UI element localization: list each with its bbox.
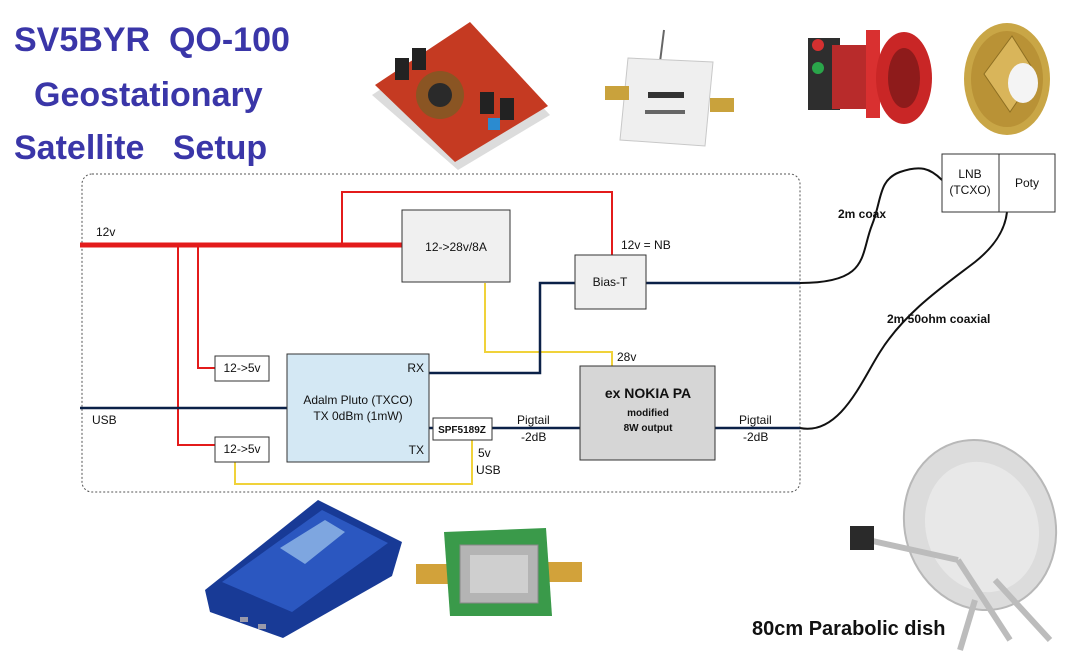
title-line-3: Satellite Setup xyxy=(14,129,268,167)
converter-label: 12->28v/8A xyxy=(425,240,487,254)
regulator-top-label: 12->5v xyxy=(223,361,260,375)
regulator-top-block: 12->5v xyxy=(214,355,270,382)
rf-usb-wires xyxy=(80,281,800,430)
spf5189z-amplifier-photo xyxy=(416,528,582,616)
dc-dc-converter-board-photo xyxy=(372,22,550,170)
poty-block: Poty xyxy=(998,153,1056,213)
label-usb-left: USB xyxy=(92,413,117,427)
external-coax-cables xyxy=(799,167,1008,430)
label-28v: 28v xyxy=(617,350,636,364)
regulator-bottom-label: 12->5v xyxy=(223,442,260,456)
label-2m-coax: 2m coax xyxy=(838,207,886,221)
pa-label-line2: modified xyxy=(627,408,669,419)
adalm-pluto-photo xyxy=(205,500,402,638)
label-pigtail-b-line2: -2dB xyxy=(743,430,768,444)
label-12v-nb: 12v = NB xyxy=(621,238,671,252)
regulator-bottom-block: 12->5v xyxy=(214,436,270,463)
bias-t-label: Bias-T xyxy=(593,275,628,289)
lnb-photo xyxy=(808,30,932,124)
bias-t-block: Bias-T xyxy=(574,254,647,310)
lnb-block: LNB (TCXO) xyxy=(941,153,1000,213)
dish-caption: 80cm Parabolic dish xyxy=(752,618,946,640)
patch-feed-photo xyxy=(964,23,1050,135)
pluto-block: Adalm Pluto (TXCO) TX 0dBm (1mW) RX TX xyxy=(286,353,430,463)
title-line-1: SV5BYR QO-100 xyxy=(14,21,290,59)
label-pigtail-b-line1: Pigtail xyxy=(739,413,772,427)
pa-label-line3: 8W output xyxy=(624,423,674,434)
pluto-label-line1: Adalm Pluto (TXCO) xyxy=(303,393,412,407)
pluto-rx-port: RX xyxy=(407,361,424,375)
pa-label-line1: ex NOKIA PA xyxy=(605,385,691,401)
label-usb-spf: USB xyxy=(476,463,501,477)
label-pigtail-a-line2: -2dB xyxy=(521,430,546,444)
spf5189z-block: SPF5189Z xyxy=(432,417,493,441)
pluto-label-line2: TX 0dBm (1mW) xyxy=(313,409,402,423)
spf5189z-label: SPF5189Z xyxy=(438,425,486,436)
label-5v: 5v xyxy=(478,446,491,460)
label-2m-50ohm-coaxial: 2m 50ohm coaxial xyxy=(887,312,990,326)
pluto-tx-port: TX xyxy=(409,443,424,457)
label-12v: 12v xyxy=(96,225,115,239)
parabolic-dish-photo xyxy=(850,438,1058,651)
label-pigtail-a-line1: Pigtail xyxy=(517,413,550,427)
poty-label: Poty xyxy=(1015,176,1039,190)
converter-block: 12->28v/8A xyxy=(401,209,511,283)
nokia-pa-block: ex NOKIA PA modified 8W output xyxy=(579,365,716,461)
power-28v-5v-wires xyxy=(234,283,613,485)
enclosure-outline xyxy=(81,173,801,493)
lnb-label-line1: LNB xyxy=(958,167,981,181)
title-line-2: Geostationary xyxy=(34,76,263,114)
power-12v-wires xyxy=(80,191,613,446)
lnb-label-line2: (TCXO) xyxy=(949,183,990,197)
bias-t-module-photo xyxy=(605,29,734,147)
